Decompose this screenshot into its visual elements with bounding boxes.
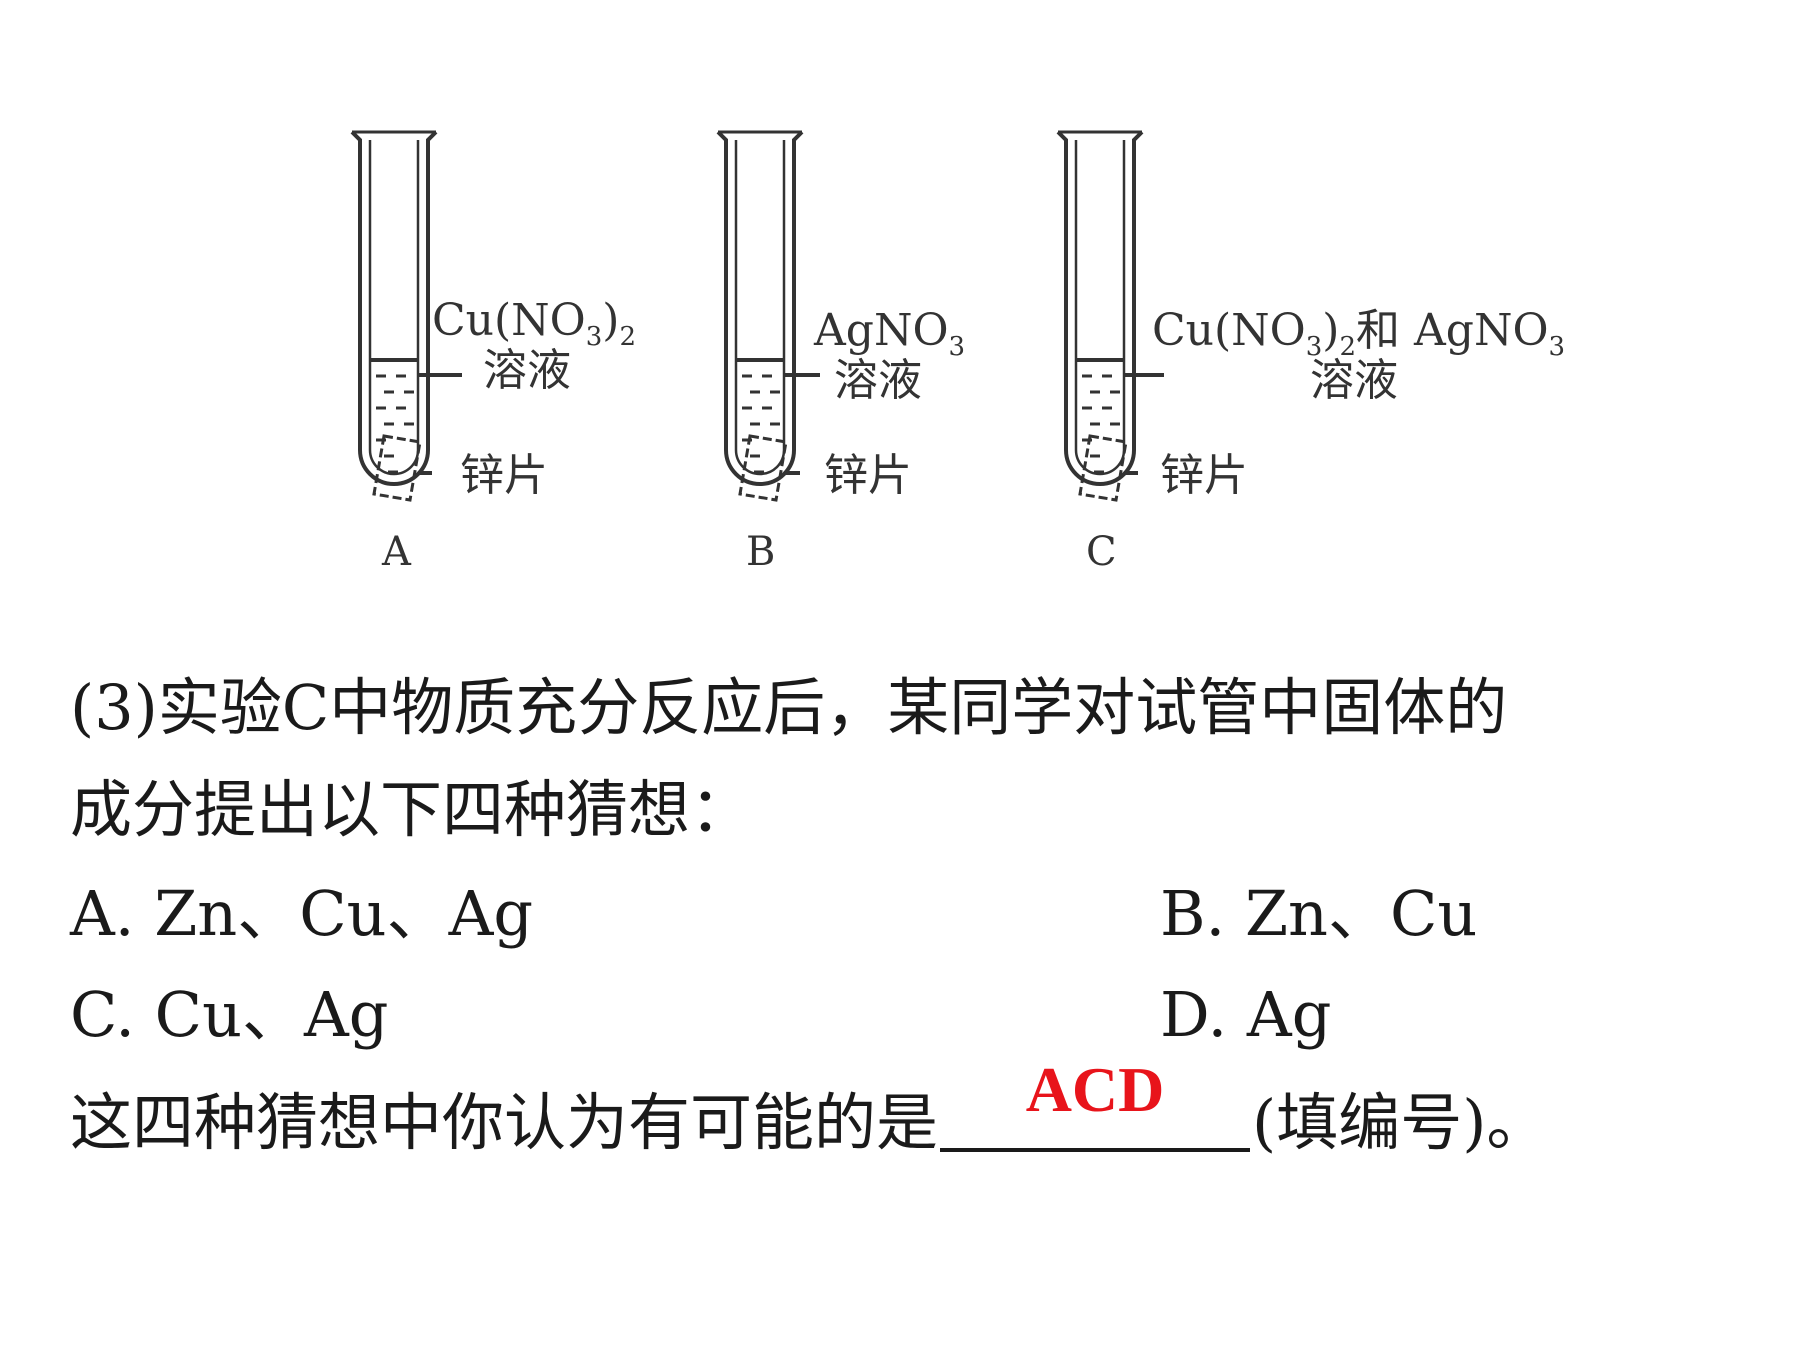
test-tube-c	[1056, 130, 1164, 502]
test-tube-b	[716, 130, 820, 502]
tube-a-solution-formula: Cu(NO3)2	[432, 295, 636, 352]
tube-a-solution-word: 溶液	[483, 345, 571, 396]
tube-b-label: B	[746, 529, 775, 575]
option-d: D. Ag	[1160, 978, 1332, 1051]
tube-b-solution-formula: AgNO3	[813, 305, 965, 362]
answer-prefix: 这四种猜想中你认为有可能的是	[70, 1086, 939, 1159]
question-line-1: (3)实验C中物质充分反应后，某同学对试管中固体的	[70, 671, 1508, 744]
option-a: A. Zn、Cu、Ag	[70, 877, 534, 950]
tube-c-solution-word: 溶液	[1310, 355, 1398, 406]
tube-c-label: C	[1086, 529, 1117, 575]
experiment-figure: Cu(NO3)2 溶液 锌片 A AgNO3 溶液 锌片 B Cu(NO3)2和…	[350, 130, 1565, 575]
answer-value: ACD	[1025, 1054, 1165, 1125]
answer-line: 这四种猜想中你认为有可能的是 ACD (填编号)。	[70, 1054, 1549, 1163]
option-b: B. Zn、Cu	[1160, 877, 1478, 950]
test-tube-a	[350, 130, 462, 502]
tube-c-solution-formula: Cu(NO3)2和 AgNO3	[1152, 305, 1565, 362]
tube-b-solution-word: 溶液	[834, 355, 922, 406]
answer-suffix: (填编号)。	[1252, 1086, 1549, 1159]
tube-a-strip-label: 锌片	[460, 450, 548, 501]
tube-c-strip-label: 锌片	[1160, 450, 1248, 501]
question-line-2: 成分提出以下四种猜想：	[70, 773, 753, 846]
option-c: C. Cu、Ag	[70, 978, 389, 1051]
tube-b-strip-label: 锌片	[824, 450, 912, 501]
answer-blank[interactable]: ACD	[940, 1054, 1251, 1152]
tube-a-label: A	[381, 529, 412, 575]
